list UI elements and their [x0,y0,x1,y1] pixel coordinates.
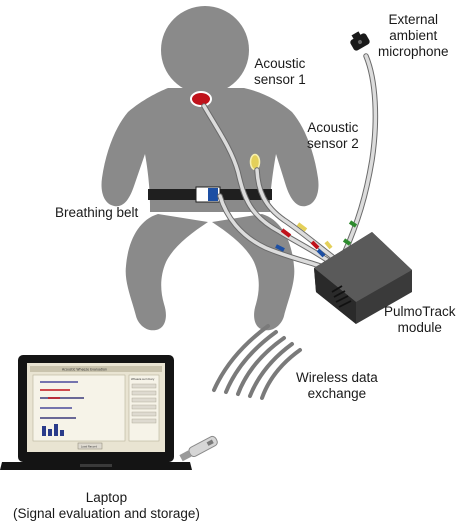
module-vents [331,285,352,308]
breathing-belt [148,186,272,203]
label-microphone: External ambient microphone [378,12,449,59]
screen-window-title: Acoustic Wheeze Evaluation [62,368,107,372]
screen-load-button [77,442,103,450]
breathing-belt-sensor [208,188,218,201]
usb-stick-icon [179,435,218,462]
microphone-icon [350,31,370,51]
screen-load-button-label: Load Record [81,444,97,448]
label-acoustic-sensor-2: Acoustic sensor 2 [307,120,359,151]
infant-leg-left [125,214,208,331]
pulmotrack-module [314,232,412,324]
infant-figure [101,6,319,331]
label-pulmotrack-module: PulmoTrack module [384,304,456,335]
label-breathing-belt: Breathing belt [55,205,139,220]
infant-leg-right [212,214,295,331]
screen-side-panel-title: Wheeze summary [131,377,155,381]
label-laptop: Laptop (Signal evaluation and storage) [13,490,200,521]
module-top [314,232,412,302]
label-acoustic-sensor-1: Acoustic sensor 1 [254,56,306,87]
infant-head [161,6,249,94]
laptop: Acoustic Wheeze Evaluation Wheeze summar… [0,355,192,470]
label-wireless-data: Wireless data exchange [296,370,378,401]
infant-torso [101,88,319,212]
acoustic-sensor-1 [190,91,212,107]
acoustic-sensor-2 [249,153,261,171]
cable-markers [275,220,358,258]
wireless-waves-icon [212,324,302,400]
cable-microphone [341,53,379,257]
